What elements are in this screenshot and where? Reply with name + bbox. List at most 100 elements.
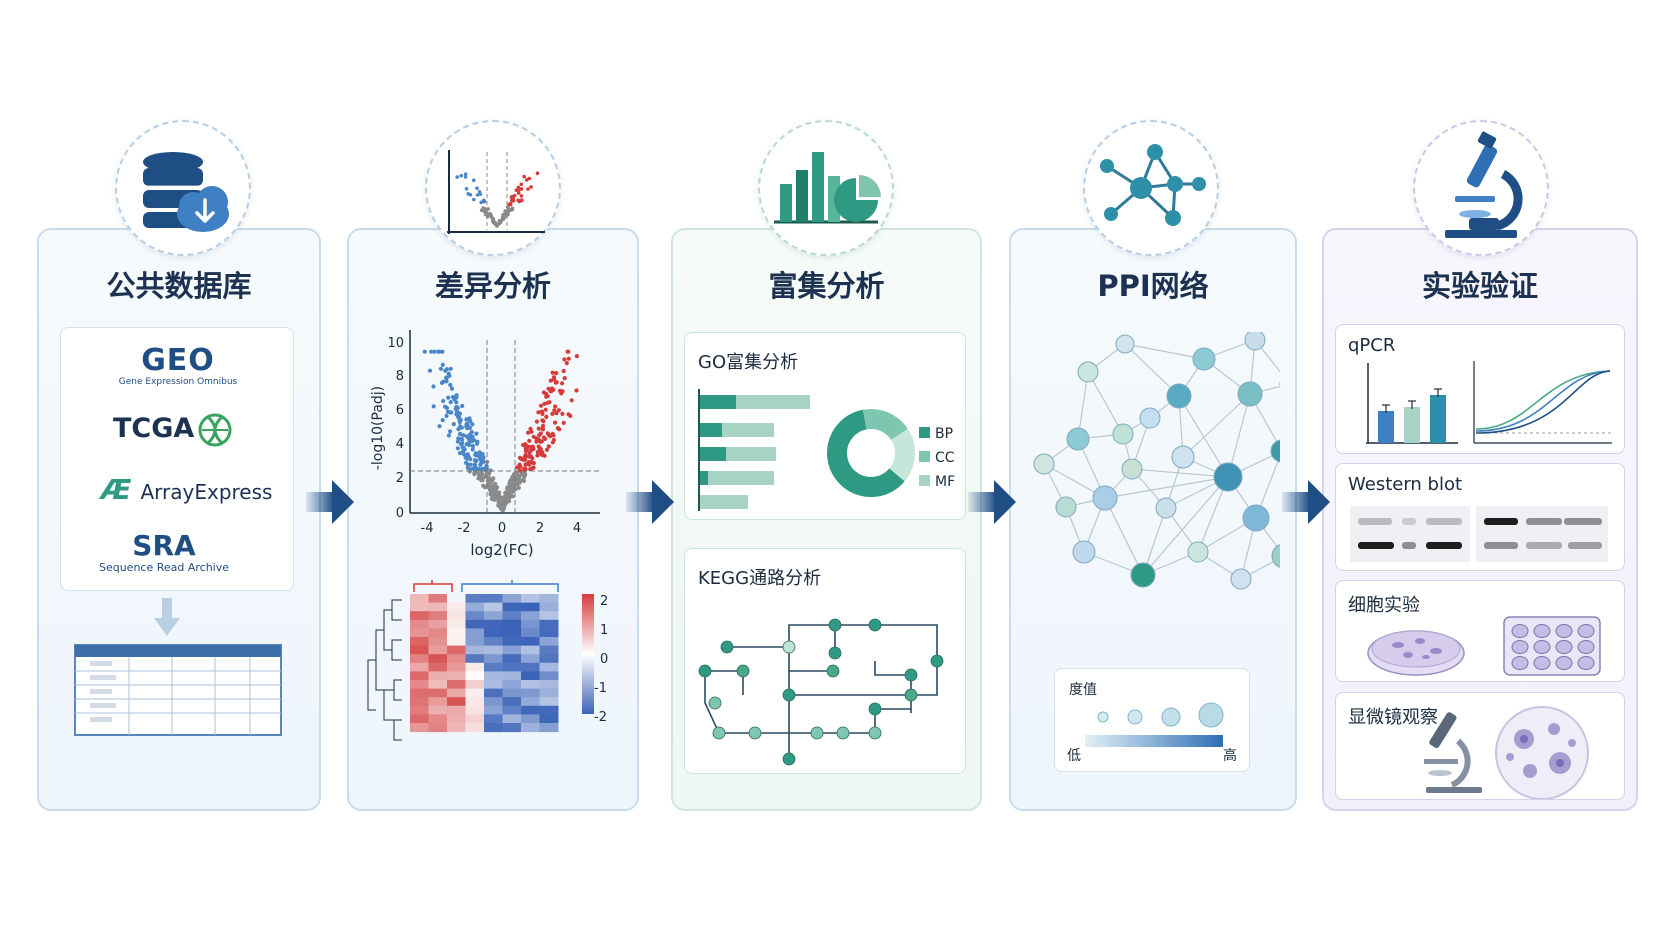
heatmap-cell [447, 688, 466, 698]
volcano-point [443, 368, 448, 373]
ppi-node [1242, 504, 1270, 532]
heatmap-cell [447, 594, 466, 604]
heatmap-cell [484, 654, 503, 664]
volcano-ytick: 4 [396, 437, 404, 452]
volcano-point [536, 426, 541, 431]
volcano-point [566, 412, 571, 417]
database-icon [143, 152, 229, 232]
cell-culture-icons [1367, 616, 1601, 676]
volcano-point [534, 439, 539, 444]
heatmap-cell [502, 611, 522, 621]
volcano-point [499, 496, 504, 502]
volcano-point [439, 380, 444, 385]
kegg-node [736, 664, 750, 678]
heatmap-cell [447, 680, 466, 690]
volcano-point [474, 458, 479, 463]
volcano-point [454, 393, 459, 398]
ppi-edge [1142, 476, 1229, 576]
volcano-ylabel: -log10(Padj) [370, 386, 386, 470]
volcano-point [522, 474, 527, 479]
qpcr-label: qPCR [1348, 335, 1396, 356]
volcano-point [536, 410, 541, 415]
badge-volcano-point [472, 197, 476, 202]
volcano-point [527, 438, 532, 443]
heatmap-cell [465, 688, 485, 698]
volcano-point [562, 357, 567, 362]
volcano-point [448, 400, 453, 405]
volcano-point [538, 439, 543, 444]
volcano-point [472, 465, 477, 470]
volcano-point [536, 451, 541, 456]
heatmap-cell [539, 705, 559, 715]
colorbar-tick: 0 [600, 652, 608, 667]
colorbar-tick: -2 [594, 710, 607, 725]
ppi-node [1213, 462, 1243, 492]
heatmap-cell [410, 628, 429, 638]
heatmap-cell [539, 619, 559, 629]
qpcr-card: qPCR [1335, 324, 1625, 454]
volcano-point [444, 377, 449, 382]
heatmap-cell [484, 697, 503, 707]
volcano-point [468, 438, 473, 443]
volcano-point [472, 470, 477, 475]
cell-experiment-label: 细胞实验 [1348, 595, 1420, 616]
badge-volcano-point [503, 209, 507, 213]
volcano-point [440, 349, 445, 354]
heatmap-cell [521, 671, 540, 681]
volcano-point [490, 484, 495, 489]
volcano-point [460, 449, 466, 454]
heatmap-cell [447, 723, 466, 733]
plate-well [1577, 656, 1595, 670]
heatmap-cell [502, 680, 522, 690]
kegg-node [828, 646, 842, 660]
stage-title-enrichment-analysis: 富集分析 [768, 269, 885, 303]
arrayexpress-name: ArrayExpress [140, 480, 273, 504]
heatmap-cell [428, 688, 448, 698]
heatmap-cell [447, 637, 466, 647]
colorbar-tick: 2 [600, 594, 608, 609]
volcano-point [476, 476, 481, 481]
badge-volcano-point [459, 173, 463, 178]
volcano-point [474, 453, 479, 458]
badge-volcano-point [510, 207, 515, 212]
heatmap-cell [521, 628, 540, 638]
badge-volcano-point [516, 191, 521, 195]
volcano-point [507, 489, 512, 494]
heatmap-cell [539, 662, 559, 672]
heatmap-cell [410, 611, 429, 621]
microscope-icon [1445, 131, 1523, 238]
volcano-xtick: 2 [536, 521, 544, 536]
volcano-point [522, 468, 527, 473]
volcano-point [437, 349, 442, 354]
volcano-points [422, 349, 579, 513]
volcano-point [505, 485, 510, 490]
volcano-point [566, 349, 571, 354]
volcano-point [531, 461, 536, 466]
volcano-point [429, 349, 434, 354]
heatmap-cell [465, 654, 485, 664]
heatmap-cell [521, 714, 540, 724]
heatmap-cell [447, 611, 466, 621]
volcano-point [455, 446, 460, 451]
geo-name: GEO [141, 343, 215, 378]
ppi-edge [1104, 497, 1144, 576]
heatmap-cell [410, 697, 429, 707]
volcano-point [553, 420, 558, 425]
heatmap-cell [539, 611, 559, 621]
volcano-point [484, 472, 489, 477]
kegg-node [782, 688, 796, 702]
heatmap-cell [428, 645, 448, 655]
ppi-node [1092, 485, 1118, 511]
heatmap-cell [428, 602, 448, 612]
volcano-point [438, 366, 443, 371]
badge-volcano-point [526, 187, 530, 191]
go-legend-bp: BP [935, 426, 953, 442]
database-badge [115, 120, 251, 256]
ppi-node [1237, 381, 1263, 407]
heatmap-cell [465, 619, 485, 629]
badge-volcano-point [520, 198, 524, 203]
volcano-point [552, 408, 557, 413]
kegg-pathway-diagram [698, 618, 944, 766]
heatmap-cell [410, 594, 429, 604]
tcga-logo: TCGA [113, 410, 253, 450]
